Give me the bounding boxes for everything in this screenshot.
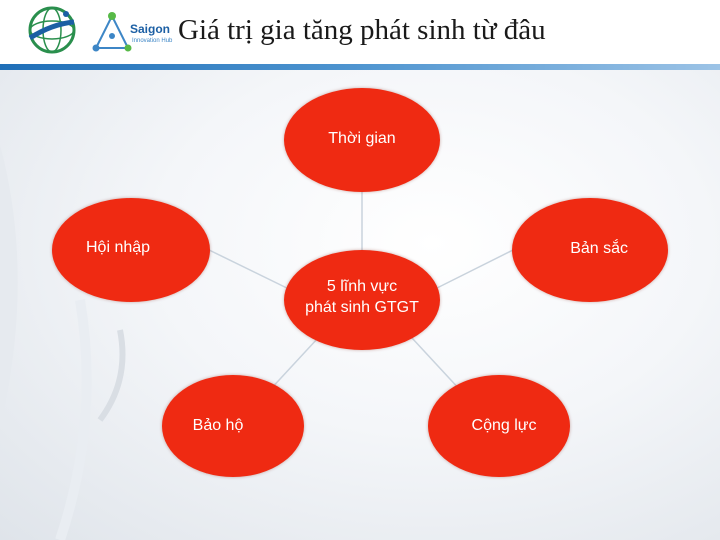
page-title: Giá trị gia tăng phát sinh từ đâu <box>178 14 546 46</box>
globe-logo-icon <box>28 6 76 54</box>
node-right: Bản sắc <box>512 198 668 302</box>
connector-right <box>428 247 518 293</box>
node-center: 5 lĩnh vực phát sinh GTGT <box>284 250 440 350</box>
connector-bottom-left <box>267 337 319 393</box>
node-bottom-right-label: Cộng lực <box>471 417 537 434</box>
logo-subtitle: Innovation Hub <box>132 38 173 44</box>
node-right-label: Bản sắc <box>570 240 628 257</box>
node-center-label-line2: phát sinh GTGT <box>305 299 419 316</box>
node-left-label: Hội nhập <box>86 239 151 256</box>
header: Saigon Innovation Hub Giá trị gia tăng p… <box>0 0 720 64</box>
saigon-hub-logo-icon <box>92 12 132 52</box>
connector-left <box>204 247 296 293</box>
node-top-label: Thời gian <box>328 130 396 147</box>
logo-wordmark: Saigon <box>130 22 171 36</box>
node-top: Thời gian <box>284 88 440 192</box>
header-divider <box>0 64 720 70</box>
node-bottom-left: Bảo hộ <box>162 375 304 477</box>
node-left: Hội nhập <box>52 198 210 302</box>
node-bottom-right: Cộng lực <box>428 375 570 477</box>
connector-bottom-right <box>411 337 463 393</box>
node-center-label-line1: 5 lĩnh vực <box>326 278 398 295</box>
node-bottom-left-label: Bảo hộ <box>192 417 244 434</box>
